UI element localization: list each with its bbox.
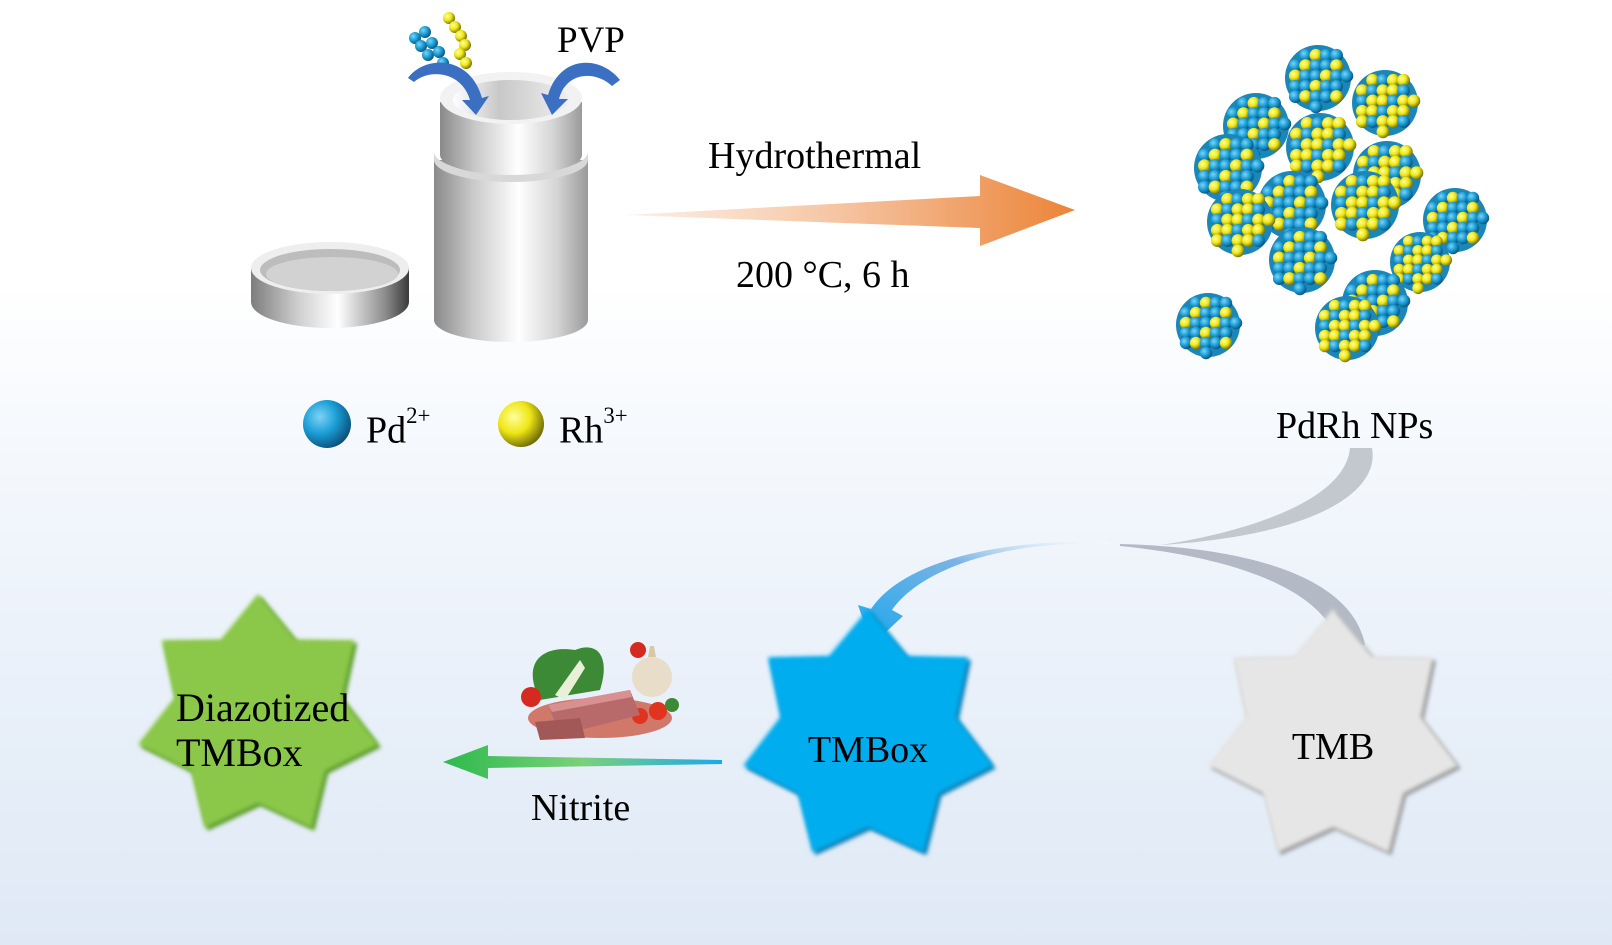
pdrh-nanoparticles	[1176, 45, 1490, 363]
food-sample-icon	[521, 642, 679, 740]
legend-pd-symbol: Pd	[366, 409, 407, 452]
nanoparticle	[1286, 113, 1357, 184]
oxidation-arrow-icon	[858, 541, 1110, 645]
conditions-label: 200 °C, 6 h	[736, 254, 910, 296]
nanoparticle	[1331, 171, 1402, 242]
legend-pd: Pd2+	[366, 403, 431, 452]
process-label: Hydrothermal	[708, 135, 921, 177]
pvp-label: PVP	[557, 20, 625, 61]
hydrothermal-arrow-icon	[625, 175, 1075, 246]
add-pvp-arrow-icon	[541, 62, 620, 115]
legend-pd-charge: 2+	[406, 403, 431, 428]
nanoparticle	[1285, 45, 1354, 114]
legend-rh-charge: 3+	[603, 403, 628, 428]
autoclave-vessel	[434, 72, 588, 342]
tmb-label: TMB	[1292, 726, 1374, 768]
nitrite-label: Nitrite	[531, 787, 630, 829]
diazotized-label-line2: TMBox	[176, 730, 303, 775]
pd-ion-icon	[303, 400, 351, 448]
diazotized-label-line1: Diazotized	[176, 685, 349, 730]
tmb-star	[1208, 609, 1458, 853]
rh-ion-icon	[498, 401, 544, 447]
autoclave-lid	[251, 242, 409, 328]
legend-rh-symbol: Rh	[559, 409, 604, 452]
nanoparticle	[1207, 189, 1276, 258]
tmbox-label: TMBox	[808, 729, 928, 771]
diazotized-tmbox-star	[138, 594, 378, 828]
nanoparticle	[1194, 134, 1265, 205]
nanoparticle	[1269, 227, 1338, 296]
nanoparticle	[1352, 70, 1421, 139]
nanoparticle	[1176, 293, 1243, 360]
nanoparticle	[1390, 232, 1453, 295]
nitrite-arrow-icon	[443, 745, 722, 779]
nanoparticle	[1315, 296, 1382, 363]
tmbox-star	[743, 609, 993, 853]
product-label: PdRh NPs	[1276, 405, 1433, 447]
catalysis-curve-gray	[1160, 448, 1373, 545]
add-precursor-arrow-icon	[408, 62, 489, 115]
metal-precursor-cluster	[409, 12, 472, 69]
legend-rh: Rh3+	[559, 403, 628, 452]
